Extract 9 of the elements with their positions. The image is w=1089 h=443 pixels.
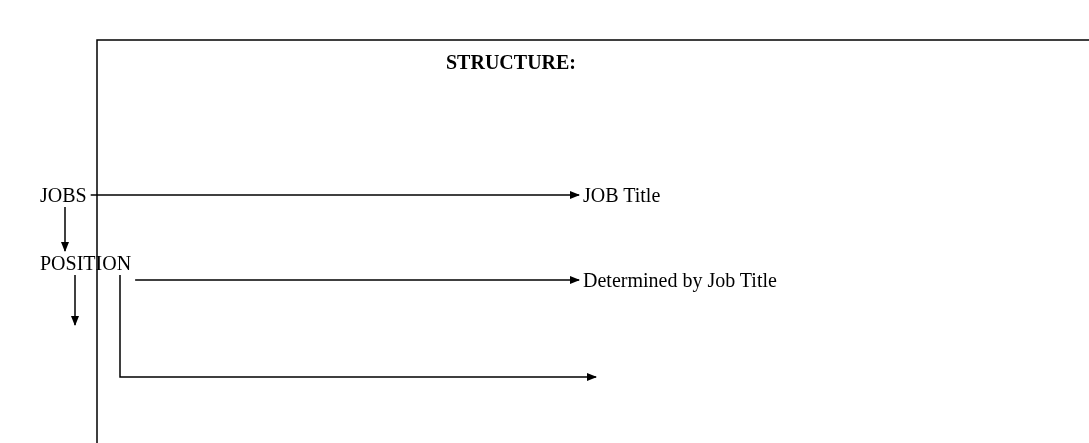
arrow	[89, 191, 580, 199]
text-label: Determined by Job Title	[583, 268, 777, 292]
text-label: JOB Title	[583, 183, 661, 207]
arrow	[134, 276, 580, 284]
heading: STRUCTURE:	[446, 50, 577, 74]
arrow	[119, 274, 597, 381]
arrow	[71, 274, 79, 326]
arrow	[61, 206, 69, 252]
text-label: JOBS	[40, 183, 87, 207]
